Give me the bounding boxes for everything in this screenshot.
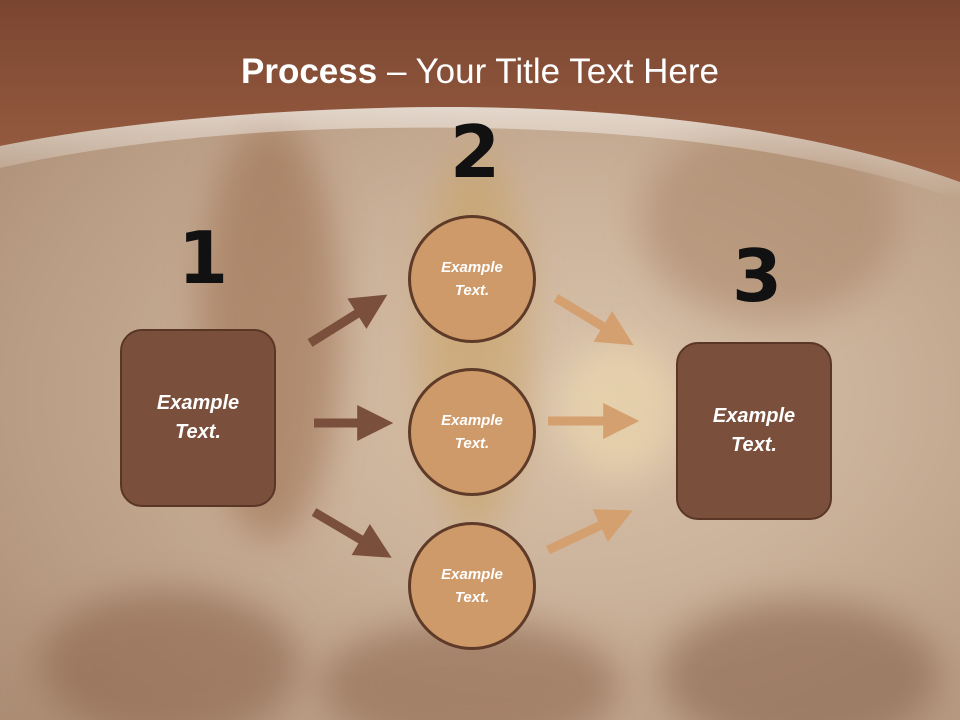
step-circle-top: Example Text.	[408, 215, 536, 343]
step-number-3: 3	[732, 234, 783, 318]
step-circle-top-label: Example Text.	[441, 259, 503, 299]
arrow-right-up	[546, 509, 633, 555]
step-box-3-label: Example Text.	[712, 405, 796, 456]
arrow-left-down	[311, 508, 392, 558]
header-band	[0, 0, 960, 200]
step-circle-middle: Example Text.	[408, 368, 536, 496]
step-circle-middle-label: Example Text.	[441, 412, 503, 452]
background-blur	[660, 600, 940, 720]
title-rest: – Your Title Text Here	[377, 52, 719, 91]
step-box-1: Example Text.	[120, 329, 276, 507]
step-box-3: Example Text.	[676, 342, 832, 520]
step-circle-bottom: Example Text.	[408, 522, 536, 650]
step-number-1: 1	[178, 216, 229, 300]
step-number-2: 2	[450, 110, 501, 194]
background-blur	[40, 590, 300, 720]
page-title: Process – Your Title Text Here	[0, 52, 960, 92]
arrow-left-up	[307, 294, 388, 347]
title-bold: Process	[241, 52, 378, 91]
step-box-1-label: Example Text.	[156, 392, 240, 443]
arrow-right-down	[553, 294, 634, 346]
step-circle-bottom-label: Example Text.	[441, 566, 503, 606]
